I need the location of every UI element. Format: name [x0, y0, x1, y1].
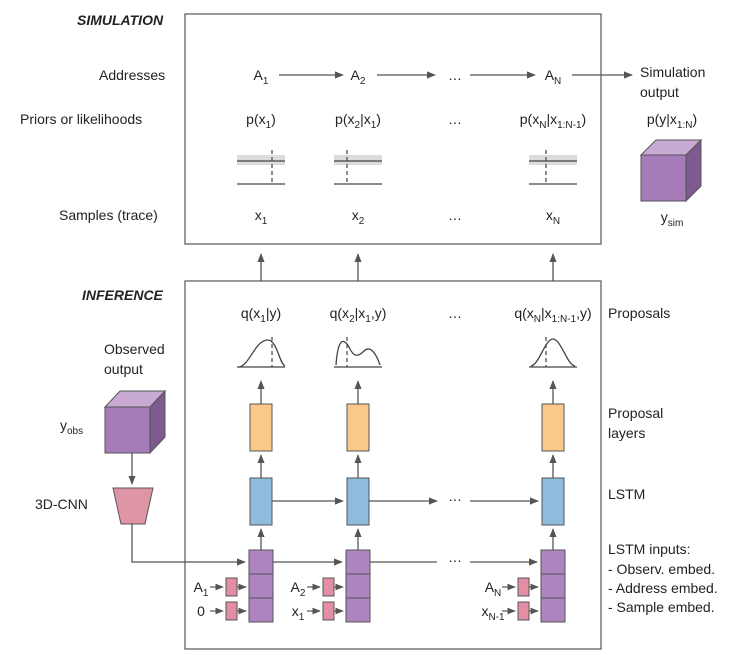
- samples-row: x1 x2 … xN: [255, 207, 560, 227]
- sample-input-3: xN-1: [481, 603, 505, 623]
- sample-3: …: [448, 207, 462, 223]
- address-1: A1: [254, 67, 269, 87]
- lstm-inputs-label-line4: - Sample embed.: [608, 599, 715, 615]
- lstm-inputs-label-line2: - Observ. embed.: [608, 561, 715, 577]
- proposal-3: …: [448, 305, 462, 321]
- y-obs-label: yobs: [60, 417, 83, 437]
- observation-embed-line: [131, 524, 246, 566]
- lstm-cell-2: [346, 477, 370, 526]
- sample-embed-1: [225, 601, 238, 621]
- sample-4: xN: [546, 207, 560, 227]
- input-ellipsis: …: [448, 549, 462, 565]
- prior-glyph-1: [237, 150, 285, 185]
- y-sim-label: ysim: [661, 209, 684, 229]
- address-inputs: A1 A2 AN: [194, 579, 502, 599]
- proposal-layer-2: [346, 403, 370, 452]
- inference-frame: [184, 280, 602, 650]
- proposals-label: Proposals: [608, 305, 670, 321]
- embed-arrows: [210, 583, 539, 615]
- lstm-inputs-label-line1: LSTM inputs:: [608, 541, 690, 557]
- output-likelihood: p(y|x1:N): [647, 111, 697, 131]
- priors-row: p(x1) p(x2|x1) … p(xN|x1:N-1): [246, 111, 586, 131]
- address-embed-1: [225, 577, 238, 597]
- sample-embed-2: [322, 601, 335, 621]
- prior-2: p(x2|x1): [335, 111, 381, 131]
- proposal-layer-n: [541, 403, 565, 452]
- lstm-inputs-label-line3: - Address embed.: [608, 580, 718, 596]
- address-3: …: [448, 67, 462, 83]
- proposal-glyph-1: [237, 337, 286, 368]
- lstm-input-stack-n: [540, 549, 566, 623]
- y-sim-cube: [639, 138, 703, 203]
- prior-4: p(xN|x1:N-1): [520, 111, 586, 131]
- proposal-2: q(x2|x1,y): [330, 305, 387, 325]
- sample-2: x2: [352, 207, 365, 227]
- cnn-label: 3D-CNN: [35, 496, 88, 512]
- prior-glyph-n: [529, 150, 577, 185]
- observed-output-label-line1: Observed: [104, 341, 165, 357]
- proposal-layers-label-line2: layers: [608, 425, 645, 441]
- address-input-1: A1: [194, 579, 209, 599]
- addresses-label: Addresses: [99, 67, 165, 83]
- lstm-cell-n: [541, 477, 565, 526]
- prior-3: …: [448, 111, 462, 127]
- lstm-cell-1: [249, 477, 273, 526]
- lstm-input-stack-2: [345, 549, 371, 623]
- proposal-glyph-2: [334, 337, 382, 368]
- y-obs-cube: [103, 389, 167, 455]
- inference-title: INFERENCE: [82, 287, 164, 303]
- address-4: AN: [545, 67, 562, 87]
- proposal-1: q(x1|y): [241, 305, 281, 325]
- proposals-row: q(x1|y) q(x2|x1,y) … q(xN|x1:N-1,y): [241, 305, 592, 325]
- address-2: A2: [351, 67, 366, 87]
- lstm-label: LSTM: [608, 486, 645, 502]
- sample-input-2: x1: [292, 603, 305, 623]
- proposal-layers-label-line1: Proposal: [608, 405, 663, 421]
- cnn-block: [112, 487, 154, 525]
- address-input-2: A2: [291, 579, 306, 599]
- lstm-input-stack-1: [248, 549, 274, 623]
- simulation-output-label-line1: Simulation: [640, 64, 705, 80]
- sample-embed-n: [517, 601, 530, 621]
- lstm-ellipsis: …: [448, 488, 462, 504]
- prior-glyph-2: [334, 150, 382, 185]
- sample-inputs: 0 x1 xN-1: [197, 603, 505, 623]
- proposal-glyph-n: [529, 337, 577, 368]
- address-input-3: AN: [485, 579, 502, 599]
- sample-1: x1: [255, 207, 268, 227]
- simulation-frame: [184, 13, 602, 245]
- address-embed-2: [322, 577, 335, 597]
- simulation-output-label-line2: output: [640, 84, 679, 100]
- priors-label: Priors or likelihoods: [20, 111, 142, 127]
- addresses-row: A1 A2 … AN: [254, 67, 562, 87]
- observed-output-label-line2: output: [104, 361, 143, 377]
- address-embed-n: [517, 577, 530, 597]
- simulation-title: SIMULATION: [77, 12, 164, 28]
- prior-1: p(x1): [246, 111, 276, 131]
- proposal-4: q(xN|x1:N-1,y): [514, 305, 591, 325]
- sample-input-1: 0: [197, 603, 205, 619]
- proposal-layer-1: [249, 403, 273, 452]
- samples-label: Samples (trace): [59, 207, 158, 223]
